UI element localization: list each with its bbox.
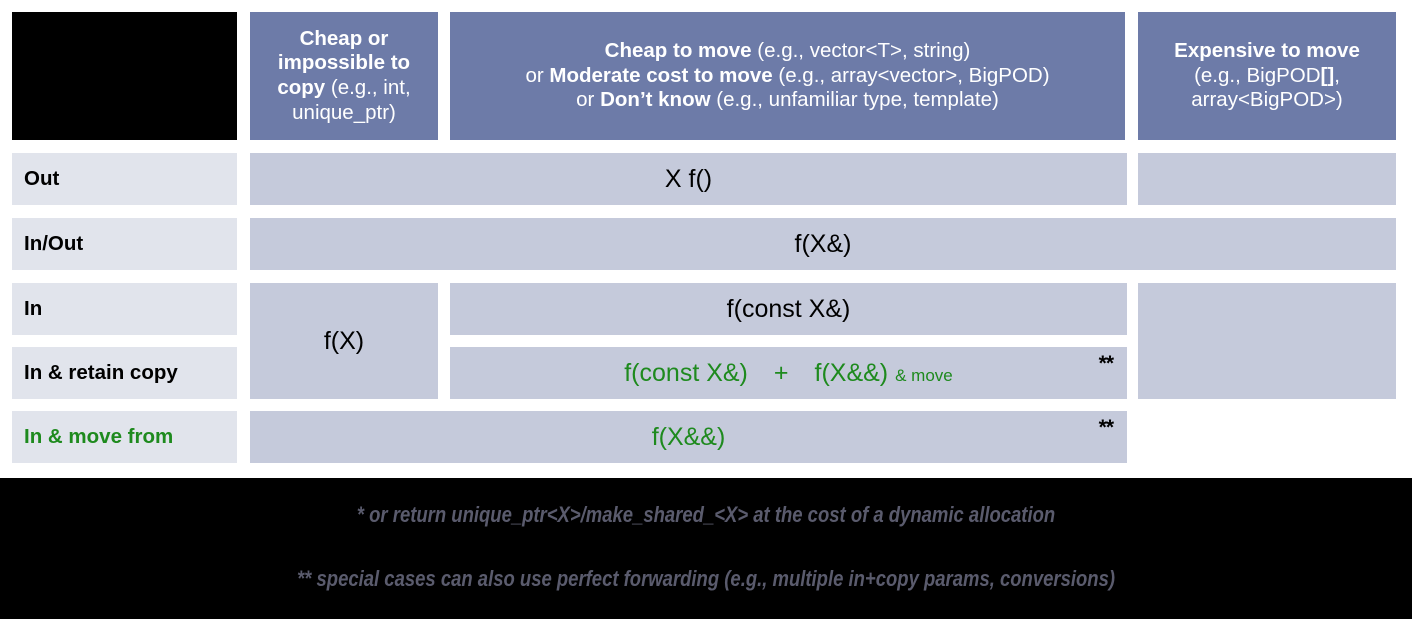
- cell-out-x-f: X f(): [250, 153, 1127, 205]
- cell-expensive-move-block: [1138, 153, 1396, 205]
- footnote-single-star: * or return unique_ptr<X>/make_shared_<X…: [356, 502, 1056, 527]
- retain-copy-plus-sign: +: [773, 358, 789, 387]
- row-label-in-out: In/Out: [12, 218, 237, 270]
- retain-copy-and-move: & move: [895, 365, 953, 385]
- header-cheap-or-impossible-to-copy: Cheap or impossible to copy (e.g., int, …: [250, 12, 438, 140]
- cell-in-f-x: f(X): [250, 283, 438, 399]
- header-cheap-to-move: Cheap to move (e.g., vector<T>, string) …: [450, 12, 1125, 140]
- retain-copy-rvalue-ref: f(X&&): [814, 358, 889, 387]
- cell-in-f-const-xref: f(const X&): [450, 283, 1127, 335]
- cell-in-expensive-empty: [1138, 283, 1396, 399]
- move-from-expression: f(X&&): [651, 422, 726, 451]
- header-cheap-copy-text: Cheap or impossible to copy (e.g., int, …: [277, 26, 411, 124]
- row-label-out: Out: [12, 153, 237, 205]
- header-expensive-move-text: Expensive to move(e.g., BigPOD[],array<B…: [1174, 39, 1360, 112]
- header-expensive-to-move: Expensive to move(e.g., BigPOD[],array<B…: [1138, 12, 1396, 140]
- corner-black-box: [12, 12, 237, 140]
- header-cheap-move-text: Cheap to move (e.g., vector<T>, string) …: [525, 39, 1050, 112]
- move-from-double-star: **: [1098, 416, 1114, 439]
- retain-copy-expression: f(const X&) + f(X&&) & move: [624, 359, 953, 388]
- footnotes-band: * or return unique_ptr<X>/make_shared_<X…: [0, 478, 1412, 619]
- cell-move-from-rvalue-ref: f(X&&) **: [250, 411, 1127, 463]
- footnote-double-star: ** special cases can also use perfect fo…: [296, 566, 1116, 591]
- row-label-in: In: [12, 283, 237, 335]
- cell-retain-copy-overloads: f(const X&) + f(X&&) & move **: [450, 347, 1127, 399]
- row-label-in-move-from: In & move from: [12, 411, 237, 463]
- retain-copy-double-star: **: [1098, 352, 1114, 375]
- retain-copy-const-ref: f(const X&): [624, 358, 748, 387]
- cell-inout-f-xref: f(X&): [250, 218, 1396, 270]
- row-label-in-retain-copy: In & retain copy: [12, 347, 237, 399]
